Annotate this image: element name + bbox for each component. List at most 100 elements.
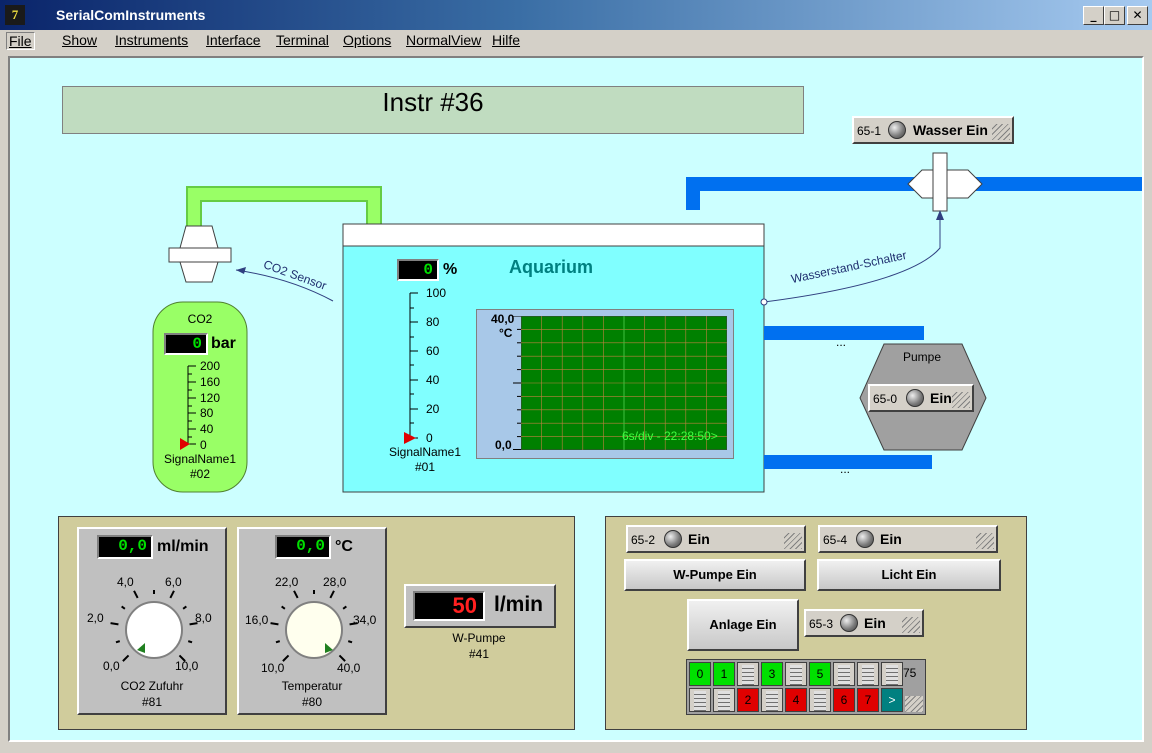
co2-knob-id: #81 (141, 695, 163, 709)
co2-knob-mark: 0,0 (103, 659, 120, 673)
knob-tick (329, 590, 335, 599)
knob-tick (187, 640, 193, 644)
indicator-id: 65-1 (857, 124, 882, 138)
knob-tick (169, 590, 175, 599)
bit-cell[interactable]: 0 (689, 662, 711, 686)
flow-value-display: 50 (413, 591, 485, 621)
lamp-icon (856, 530, 874, 548)
indicator-65-3[interactable]: 65-3 Ein (804, 609, 924, 637)
temperature-knob (285, 601, 343, 659)
bit-cell[interactable]: 4 (785, 688, 807, 712)
menu-hilfe[interactable]: Hilfe (492, 32, 521, 48)
co2-pressure-unit: bar (211, 335, 236, 352)
bit-cell[interactable]: 6 (833, 688, 855, 712)
co2-scale (187, 365, 196, 445)
bit-cell[interactable] (857, 662, 879, 686)
indicator-65-2[interactable]: 65-2 Ein (626, 525, 806, 553)
bit-cell[interactable] (713, 688, 735, 712)
licht-button[interactable]: Licht Ein (817, 559, 1001, 591)
resize-grip-icon (905, 696, 923, 712)
co2-instrument-id: #02 (189, 467, 211, 481)
aquarium-tick: 100 (426, 286, 447, 300)
bit-cell[interactable] (809, 688, 831, 712)
co2-regulator-top (179, 225, 219, 249)
knob-tick (178, 654, 186, 662)
menu-show[interactable]: Show (62, 32, 98, 48)
bit-cell[interactable] (785, 662, 807, 686)
indicator-65-4[interactable]: 65-4 Ein (818, 525, 998, 553)
menu-terminal[interactable]: Terminal (276, 32, 329, 48)
bit-cell[interactable] (761, 688, 783, 712)
co2-tick: 160 (200, 375, 221, 389)
bit-cell[interactable] (737, 662, 759, 686)
co2-tick: 40 (200, 422, 214, 436)
flow-name: W-Pumpe (452, 631, 506, 645)
knob-tick (133, 590, 139, 599)
close-button[interactable]: ✕ (1127, 6, 1148, 25)
resize-grip-icon (976, 533, 994, 549)
indicator-id: 65-2 (631, 533, 656, 547)
co2-knob (125, 601, 183, 659)
knob-tick (282, 654, 290, 662)
aquarium-level-unit: % (443, 261, 458, 278)
minimize-button[interactable]: _ (1083, 6, 1104, 25)
co2-sensor-wire (235, 269, 334, 302)
bit-cell[interactable]: 5 (809, 662, 831, 686)
co2-tick: 200 (200, 359, 221, 373)
knob-tick (182, 605, 187, 610)
temperature-knob-instrument: 0,0 °C 10,0 16,0 22,0 28,0 34,0 40,0 Tem… (237, 527, 387, 715)
co2-knob-dial[interactable] (99, 575, 209, 685)
maximize-button[interactable]: □ (1104, 6, 1125, 25)
bit-cell[interactable] (689, 688, 711, 712)
knob-tick (115, 640, 121, 644)
co2-tick: 0 (200, 438, 207, 452)
water-switch-node (760, 298, 768, 306)
temperature-knob-name: Temperatur (281, 679, 343, 693)
aquarium-level-display: 0 (397, 259, 439, 281)
lamp-icon (906, 389, 924, 407)
temperature-knob-id: #80 (301, 695, 323, 709)
indicator-65-0[interactable]: 65-0 Ein (868, 384, 974, 412)
flow-display-instrument: 50 l/min (404, 584, 556, 628)
scope-ymin: 0,0 (495, 438, 512, 452)
knob-tick (275, 640, 281, 644)
scope-ymax: 40,0 (491, 312, 515, 326)
bit-cell[interactable] (881, 662, 903, 686)
menu-options[interactable]: Options (343, 32, 392, 48)
menu-instruments[interactable]: Instruments (115, 32, 189, 48)
bit-cell[interactable]: 7 (857, 688, 879, 712)
bit-cell[interactable] (833, 662, 855, 686)
indicator-id: 65-4 (823, 533, 848, 547)
aquarium-tick: 40 (426, 373, 440, 387)
temperature-knob-mark: 40,0 (337, 661, 361, 675)
anlage-button[interactable]: Anlage Ein (687, 599, 799, 651)
indicator-65-1[interactable]: 65-1 Wasser Ein (852, 116, 1014, 144)
co2-tick: 120 (200, 391, 221, 405)
knob-tick (270, 622, 279, 626)
w-pumpe-button[interactable]: W-Pumpe Ein (624, 559, 806, 591)
knob-tick (281, 605, 286, 610)
flow-unit: l/min (494, 593, 544, 616)
temperature-knob-dial[interactable] (259, 575, 369, 685)
co2-regulator (168, 247, 232, 263)
menu-file[interactable]: File (6, 32, 35, 50)
co2-pressure-display: 0 (164, 333, 208, 355)
menu-interface[interactable]: Interface (206, 32, 261, 48)
bit-cell[interactable]: 1 (713, 662, 735, 686)
title-bar: 7 SerialComInstruments _ □ ✕ (0, 0, 1152, 30)
co2-pointer (180, 438, 190, 450)
scope-status: 6s/div - 22:28:50> (622, 429, 718, 443)
knob-tick (122, 654, 130, 662)
temperature-knob-mark: 28,0 (323, 575, 347, 589)
menu-normalview[interactable]: NormalView (406, 32, 482, 48)
bit-cell[interactable]: 3 (761, 662, 783, 686)
temperature-scope: 40,0 °C 0,0 (476, 309, 734, 459)
co2-knob-instrument: 0,0 ml/min 0,0 2,0 4,0 6,0 8,0 10,0 CO2 … (77, 527, 227, 715)
bit-cell[interactable]: > (881, 688, 903, 712)
co2-knob-mark: 2,0 (87, 611, 104, 625)
bit-cell[interactable]: 2 (737, 688, 759, 712)
lamp-icon (840, 614, 858, 632)
menu-bar: File Show Instruments Interface Terminal… (0, 30, 1152, 52)
indicator-label: Ein (880, 531, 902, 547)
